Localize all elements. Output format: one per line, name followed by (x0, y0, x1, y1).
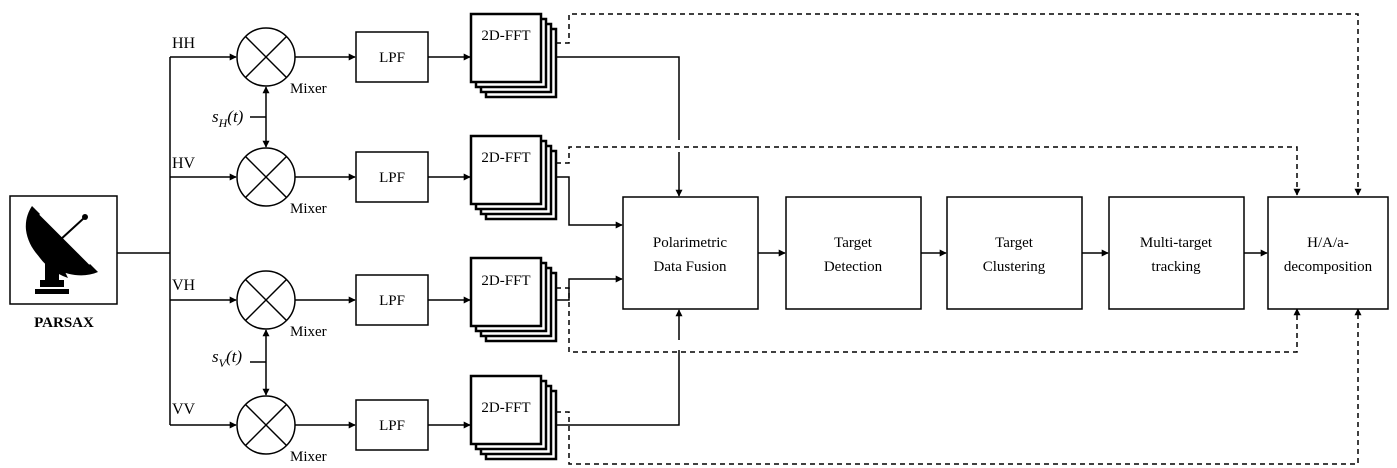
channel-label: VV (172, 401, 196, 418)
svg-text:decomposition: decomposition (1284, 259, 1373, 275)
svg-text:Data Fusion: Data Fusion (654, 259, 727, 275)
channel-hh: HH Mixer LPF 2D-FFT (170, 12, 558, 99)
fft-label: 2D-FFT (481, 273, 530, 289)
lpf-label: LPF (379, 418, 405, 434)
fft-stack: 2D-FFT (469, 256, 558, 343)
lpf-label: LPF (379, 170, 405, 186)
fft-label: 2D-FFT (481, 400, 530, 416)
ref-signal-v: sV(t) (212, 329, 270, 396)
pipeline-block-decomposition: H/A/a- decomposition (1267, 196, 1389, 310)
mixer-label: Mixer (290, 81, 327, 97)
svg-text:Multi-target: Multi-target (1140, 235, 1213, 251)
pipeline-block-detection: Target Detection (785, 196, 922, 310)
mixer-label: Mixer (290, 449, 327, 465)
mixer-label: Mixer (290, 324, 327, 340)
pipeline-block-clustering: Target Clustering (946, 196, 1083, 310)
lpf-block (355, 399, 429, 451)
pipeline-block-tracking: Multi-target tracking (1108, 196, 1245, 310)
lpf-block (355, 31, 429, 83)
svg-text:Target: Target (995, 235, 1034, 251)
channel-vv: VV Mixer LPF 2D-FFT (170, 374, 558, 465)
channel-label: HH (172, 35, 196, 52)
fft-stack: 2D-FFT (469, 374, 558, 461)
lpf-label: LPF (379, 293, 405, 309)
svg-text:Polarimetric: Polarimetric (653, 235, 727, 251)
radar-icon (9, 195, 118, 305)
channel-label: VH (172, 277, 196, 294)
channel-hv: HV Mixer LPF 2D-FFT (170, 134, 558, 221)
channel-label: HV (172, 155, 196, 172)
mixer-icon (236, 27, 296, 87)
bypass-lines (556, 13, 1362, 465)
svg-text:tracking: tracking (1151, 259, 1201, 275)
ref-signal-label: sH(t) (212, 107, 244, 130)
fft-stack: 2D-FFT (469, 12, 558, 99)
fft-stack: 2D-FFT (469, 134, 558, 221)
svg-text:Target: Target (834, 235, 873, 251)
mixer-icon (236, 147, 296, 207)
lpf-block (355, 274, 429, 326)
svg-text:Detection: Detection (824, 259, 883, 275)
mixer-icon (236, 270, 296, 330)
radar-label: PARSAX (34, 315, 94, 331)
ref-signal-label: sV(t) (212, 347, 242, 370)
channel-vh: VH Mixer LPF 2D-FFT (170, 256, 558, 343)
mixer-label: Mixer (290, 201, 327, 217)
fft-label: 2D-FFT (481, 150, 530, 166)
fft-label: 2D-FFT (481, 28, 530, 44)
pipeline-block-fusion: Polarimetric Data Fusion (622, 196, 759, 310)
lpf-label: LPF (379, 50, 405, 66)
mixer-icon (236, 395, 296, 455)
lpf-block (355, 151, 429, 203)
svg-text:H/A/a-: H/A/a- (1307, 235, 1349, 251)
svg-text:Clustering: Clustering (983, 259, 1046, 275)
ref-signal-h: sH(t) (212, 86, 270, 148)
